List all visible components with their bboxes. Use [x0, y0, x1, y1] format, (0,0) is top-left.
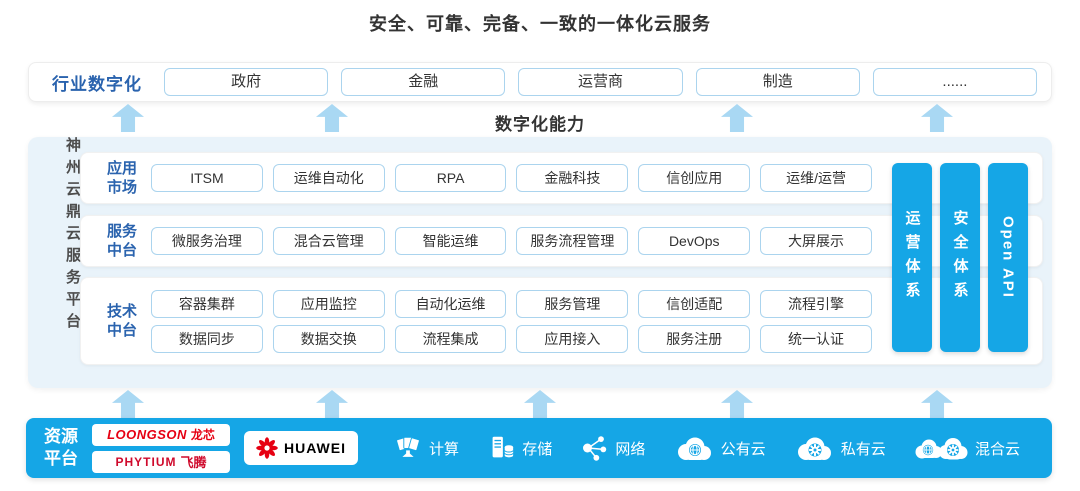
app-market-item: ITSM [151, 164, 263, 192]
resource-item-hybrid-cloud: 混合云 [914, 434, 1020, 462]
resource-band: 资源 平台 LOONGSON 龙芯 PHYTIUM 飞腾 [26, 418, 1052, 478]
pillars: 运营体系 安全体系 Open API [892, 163, 1028, 352]
platform-panel: 神州云鼎云服务平台 应用 市场 ITSM 运维自动化 RPA 金融科技 信创应用… [28, 137, 1052, 388]
service-middle-item: DevOps [638, 227, 751, 255]
platform-side-label: 神州云鼎云服务平台 [64, 137, 81, 335]
app-market-item: RPA [394, 164, 507, 192]
app-market-item: 信创应用 [638, 164, 751, 192]
huawei-logo: HUAWEI [244, 431, 358, 465]
service-middle-item: 微服务治理 [151, 227, 263, 255]
capability-label: 数字化能力 [495, 115, 585, 134]
service-middle-item: 服务流程管理 [516, 227, 629, 255]
up-arrow-icon [112, 390, 144, 418]
tech-middle-item: 服务注册 [638, 324, 751, 353]
industry-item-government: 政府 [164, 68, 329, 96]
compute-icon [396, 436, 420, 457]
tech-middle-row: 技术 中台 容器集群 应用监控 自动化运维 服务管理 信创适配 流程引擎 数据同… [80, 277, 1043, 365]
pillar-operation-system: 运营体系 [892, 163, 932, 352]
service-middle-item: 大屏展示 [760, 227, 872, 255]
hybrid-cloud-icon [915, 438, 968, 460]
resource-item-compute: 计算 [394, 434, 459, 462]
resource-item-private-cloud: 私有云 [794, 434, 886, 462]
loongson-logo: LOONGSON 龙芯 [92, 423, 230, 446]
app-market-row: 应用 市场 ITSM 运维自动化 RPA 金融科技 信创应用 运维/运营 [80, 152, 1043, 204]
app-market-item: 运维/运营 [760, 164, 872, 192]
public-cloud-icon [677, 437, 711, 460]
network-icon [583, 436, 607, 461]
tech-middle-item: 服务管理 [516, 289, 629, 318]
tech-middle-item: 应用接入 [516, 324, 629, 353]
tech-middle-item: 流程引擎 [760, 289, 872, 318]
tech-middle-item: 数据同步 [151, 324, 263, 353]
app-market-label: 应用 市场 [106, 159, 137, 197]
private-cloud-icon [797, 437, 831, 460]
up-arrow-icon [721, 390, 753, 418]
service-middle-row: 服务 中台 微服务治理 混合云管理 智能运维 服务流程管理 DevOps 大屏展… [80, 215, 1043, 267]
resource-item-network: 网络 [580, 434, 645, 462]
resource-item-storage: 存储 [487, 434, 552, 462]
industry-band: 行业数字化 政府 金融 运营商 制造 ...... [28, 62, 1052, 102]
app-market-item: 金融科技 [516, 164, 629, 192]
up-arrow-icon [524, 390, 556, 418]
tech-middle-item: 统一认证 [760, 324, 872, 353]
up-arrow-icon [316, 390, 348, 418]
industry-item-more: ...... [872, 68, 1038, 96]
tech-middle-item: 流程集成 [394, 324, 507, 353]
tech-middle-item: 容器集群 [151, 289, 263, 318]
app-market-item: 运维自动化 [272, 164, 385, 192]
page-title: 安全、可靠、完备、一致的一体化云服务 [369, 14, 711, 34]
industry-item-finance: 金融 [341, 68, 506, 96]
service-middle-item: 混合云管理 [272, 227, 385, 255]
service-middle-label: 服务 中台 [106, 222, 137, 260]
phytium-logo: PHYTIUM 飞腾 [92, 450, 230, 473]
industry-item-operator: 运营商 [518, 68, 683, 96]
tech-middle-item: 应用监控 [272, 289, 385, 318]
tech-middle-label: 技术 中台 [106, 302, 137, 340]
tech-middle-item: 信创适配 [638, 289, 751, 318]
industry-label: 行业数字化 [52, 74, 142, 94]
pillar-open-api: Open API [988, 163, 1028, 352]
resource-item-public-cloud: 公有云 [674, 434, 766, 462]
tech-middle-item: 数据交换 [272, 324, 385, 353]
pillar-security-system: 安全体系 [940, 163, 980, 352]
tech-middle-item: 自动化运维 [394, 289, 507, 318]
resource-label: 资源 平台 [44, 426, 78, 468]
up-arrow-icon [921, 390, 953, 418]
huawei-flower-icon [256, 437, 278, 459]
industry-item-manufacturing: 制造 [695, 68, 860, 96]
service-middle-item: 智能运维 [394, 227, 507, 255]
storage-icon [492, 436, 514, 458]
